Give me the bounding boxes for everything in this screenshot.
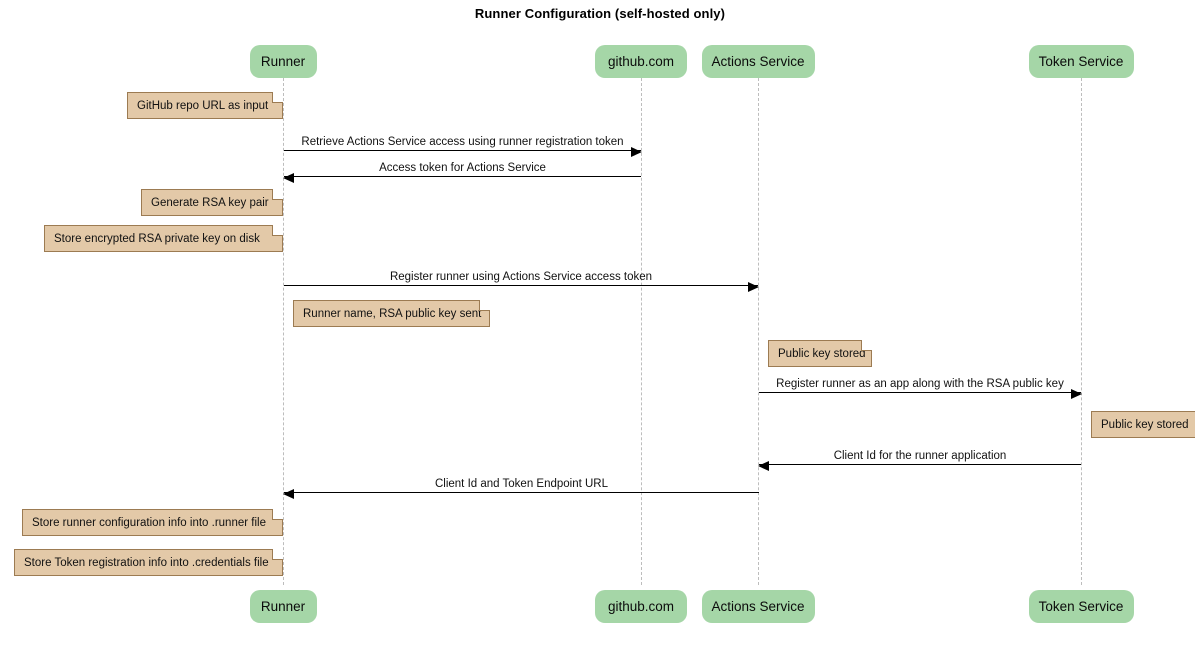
note-text: Store encrypted RSA private key on disk: [54, 232, 260, 245]
arrowhead-icon: [748, 281, 759, 292]
lifeline-github: [641, 78, 642, 585]
note-fold-corner-icon: [479, 300, 490, 311]
note-pubkey-actions: Public key stored: [768, 340, 872, 367]
participant-label: Token Service: [1038, 54, 1124, 69]
participant-label: github.com: [607, 54, 675, 69]
note-fold-corner-icon: [272, 225, 283, 236]
participant-label: Runner: [260, 54, 306, 69]
note-runner-name: Runner name, RSA public key sent: [293, 300, 490, 327]
msg-register-runner: Register runner using Actions Service ac…: [284, 266, 759, 292]
note-text: Runner name, RSA public key sent: [303, 307, 482, 320]
arrowhead-icon: [631, 146, 642, 157]
participant-actions-bottom[interactable]: Actions Service: [701, 590, 815, 623]
message-line: [284, 150, 641, 151]
participant-runner-bottom[interactable]: Runner: [249, 590, 317, 623]
message-line: [284, 176, 641, 177]
note-fold-corner-icon: [272, 509, 283, 520]
participant-label: Token Service: [1038, 599, 1124, 614]
participant-label: Runner: [260, 599, 306, 614]
message-line: [284, 285, 758, 286]
note-fold-corner-icon: [861, 340, 872, 351]
lifeline-token: [1081, 78, 1082, 585]
note-text: Generate RSA key pair: [151, 196, 269, 209]
message-label: Retrieve Actions Service access using ru…: [301, 136, 624, 148]
participant-github-bottom[interactable]: github.com: [595, 590, 687, 623]
message-line: [759, 392, 1081, 393]
note-repo-url: GitHub repo URL as input: [127, 92, 283, 119]
message-label: Register runner using Actions Service ac…: [389, 271, 653, 283]
participant-actions-top[interactable]: Actions Service: [701, 45, 815, 78]
msg-retrieve-access: Retrieve Actions Service access using ru…: [284, 131, 642, 157]
note-fold-corner-icon: [272, 189, 283, 200]
participant-github-top[interactable]: github.com: [595, 45, 687, 78]
note-text: Store runner configuration info into .ru…: [32, 516, 266, 529]
arrowhead-icon: [758, 460, 769, 471]
message-line: [284, 492, 759, 493]
arrowhead-icon: [283, 172, 294, 183]
participant-token-top[interactable]: Token Service: [1028, 45, 1134, 78]
message-line: [759, 464, 1081, 465]
lifeline-runner: [283, 78, 284, 585]
page-title: Runner Configuration (self-hosted only): [474, 6, 726, 21]
message-label: Client Id for the runner application: [833, 450, 1007, 462]
msg-access-token: Access token for Actions Service: [283, 157, 641, 183]
arrowhead-icon: [1071, 388, 1082, 399]
msg-client-id-url: Client Id and Token Endpoint URL: [283, 473, 759, 499]
note-text: Store Token registration info into .cred…: [24, 556, 269, 569]
participant-token-bottom[interactable]: Token Service: [1028, 590, 1134, 623]
note-fold-corner-icon: [272, 92, 283, 103]
note-text: GitHub repo URL as input: [137, 99, 269, 112]
note-text: Public key stored: [1101, 418, 1189, 431]
message-label: Register runner as an app along with the…: [776, 378, 1064, 390]
participant-label: Actions Service: [711, 54, 805, 69]
note-pubkey-token: Public key stored: [1091, 411, 1195, 438]
arrowhead-icon: [283, 488, 294, 499]
message-label: Client Id and Token Endpoint URL: [434, 478, 609, 490]
participant-label: github.com: [607, 599, 675, 614]
note-fold-corner-icon: [272, 549, 283, 560]
note-store-runner-cfg: Store runner configuration info into .ru…: [22, 509, 283, 536]
note-generate-rsa: Generate RSA key pair: [141, 189, 283, 216]
msg-client-id: Client Id for the runner application: [758, 445, 1081, 471]
participant-label: Actions Service: [711, 599, 805, 614]
message-label: Access token for Actions Service: [379, 162, 546, 174]
note-text: Public key stored: [778, 347, 866, 360]
note-store-token-reg: Store Token registration info into .cred…: [14, 549, 283, 576]
msg-register-app: Register runner as an app along with the…: [759, 373, 1082, 399]
participant-runner-top[interactable]: Runner: [249, 45, 317, 78]
lifeline-actions: [758, 78, 759, 585]
note-store-private: Store encrypted RSA private key on disk: [44, 225, 283, 252]
